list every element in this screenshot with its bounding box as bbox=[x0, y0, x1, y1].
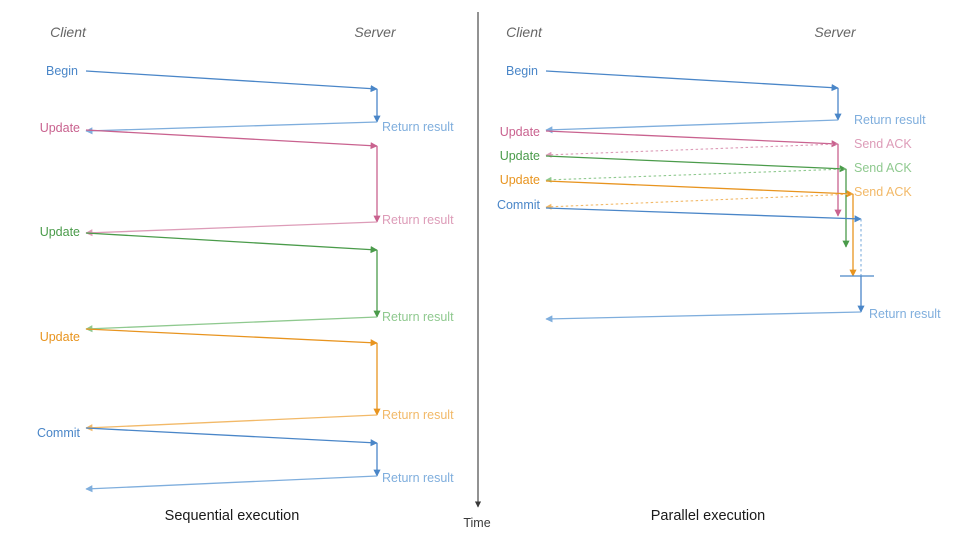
message-line-commit-return-result bbox=[545, 311, 862, 323]
message-update-2-send-ack: Send ACK bbox=[545, 161, 912, 183]
message-update-2-return-result: Return result bbox=[85, 310, 454, 333]
message-line-update-2-request bbox=[545, 155, 847, 173]
message-update-3-request: Update bbox=[500, 173, 854, 198]
message-label-begin-request: Begin bbox=[46, 64, 78, 78]
message-commit-request: Commit bbox=[37, 426, 378, 447]
message-update-1-request: Update bbox=[40, 121, 378, 150]
message-line-update-2-send-ack bbox=[545, 168, 847, 183]
lane-header-client: Client bbox=[506, 24, 543, 40]
message-line-update-2-request bbox=[85, 232, 378, 254]
message-line-update-1-request bbox=[85, 129, 378, 150]
message-commit-return-result: Return result bbox=[85, 471, 454, 493]
message-line-commit-request bbox=[85, 427, 378, 447]
message-label-update-3-request: Update bbox=[40, 330, 80, 344]
lane-header-client: Client bbox=[50, 24, 87, 40]
message-label-update-1-request: Update bbox=[500, 125, 540, 139]
message-label-update-2-request: Update bbox=[40, 225, 80, 239]
message-update-2-request: Update bbox=[40, 225, 378, 254]
message-update-1-send-ack: Send ACK bbox=[545, 137, 912, 158]
message-update-3-return-result: Return result bbox=[85, 408, 454, 432]
message-line-update-3-request bbox=[545, 180, 854, 198]
message-line-commit-request bbox=[545, 207, 862, 223]
message-label-update-3-send-ack: Send ACK bbox=[854, 185, 912, 199]
message-line-begin-return-result bbox=[85, 121, 378, 135]
time-axis-group: Time bbox=[463, 12, 491, 530]
message-line-update-3-request bbox=[85, 328, 378, 347]
message-line-begin-request bbox=[545, 70, 839, 92]
message-commit-request: Commit bbox=[497, 198, 862, 223]
message-update-1-request: Update bbox=[500, 125, 839, 148]
message-line-update-1-request bbox=[545, 130, 839, 148]
message-line-update-2-return-result bbox=[85, 316, 378, 333]
message-begin-request: Begin bbox=[506, 64, 839, 92]
panel-caption-parallel: Parallel execution bbox=[651, 508, 765, 524]
message-line-commit-return-result bbox=[85, 475, 378, 493]
message-update-3-request: Update bbox=[40, 328, 378, 347]
message-label-update-2-return-result: Return result bbox=[382, 310, 454, 324]
message-update-3-send-ack: Send ACK bbox=[545, 185, 912, 210]
lane-header-server: Server bbox=[814, 24, 857, 40]
message-label-commit-return-result: Return result bbox=[869, 307, 941, 321]
time-axis-label: Time bbox=[463, 516, 490, 530]
message-label-update-1-request: Update bbox=[40, 121, 80, 135]
message-label-begin-return-result: Return result bbox=[382, 120, 454, 134]
message-label-commit-request: Commit bbox=[37, 426, 81, 440]
message-label-begin-request: Begin bbox=[506, 64, 538, 78]
message-line-update-1-send-ack bbox=[545, 143, 839, 158]
message-label-update-2-send-ack: Send ACK bbox=[854, 161, 912, 175]
panel-caption-sequential: Sequential execution bbox=[165, 508, 300, 524]
message-label-update-1-return-result: Return result bbox=[382, 213, 454, 227]
message-commit-return-result: Return result bbox=[545, 307, 941, 323]
message-update-2-request: Update bbox=[500, 149, 847, 173]
message-line-update-1-return-result bbox=[85, 221, 378, 237]
message-label-begin-return-result: Return result bbox=[854, 113, 926, 127]
message-label-commit-return-result: Return result bbox=[382, 471, 454, 485]
message-line-begin-return-result bbox=[545, 119, 839, 134]
message-begin-request: Begin bbox=[46, 64, 378, 93]
lane-header-server: Server bbox=[354, 24, 397, 40]
message-line-begin-request bbox=[85, 70, 378, 93]
message-line-update-3-return-result bbox=[85, 414, 378, 432]
message-begin-return-result: Return result bbox=[545, 113, 926, 134]
message-label-update-3-return-result: Return result bbox=[382, 408, 454, 422]
message-label-update-1-send-ack: Send ACK bbox=[854, 137, 912, 151]
message-label-update-3-request: Update bbox=[500, 173, 540, 187]
message-label-update-2-request: Update bbox=[500, 149, 540, 163]
message-label-commit-request: Commit bbox=[497, 198, 541, 212]
message-line-update-3-send-ack bbox=[545, 193, 854, 210]
message-update-1-return-result: Return result bbox=[85, 213, 454, 237]
message-begin-return-result: Return result bbox=[85, 120, 454, 135]
